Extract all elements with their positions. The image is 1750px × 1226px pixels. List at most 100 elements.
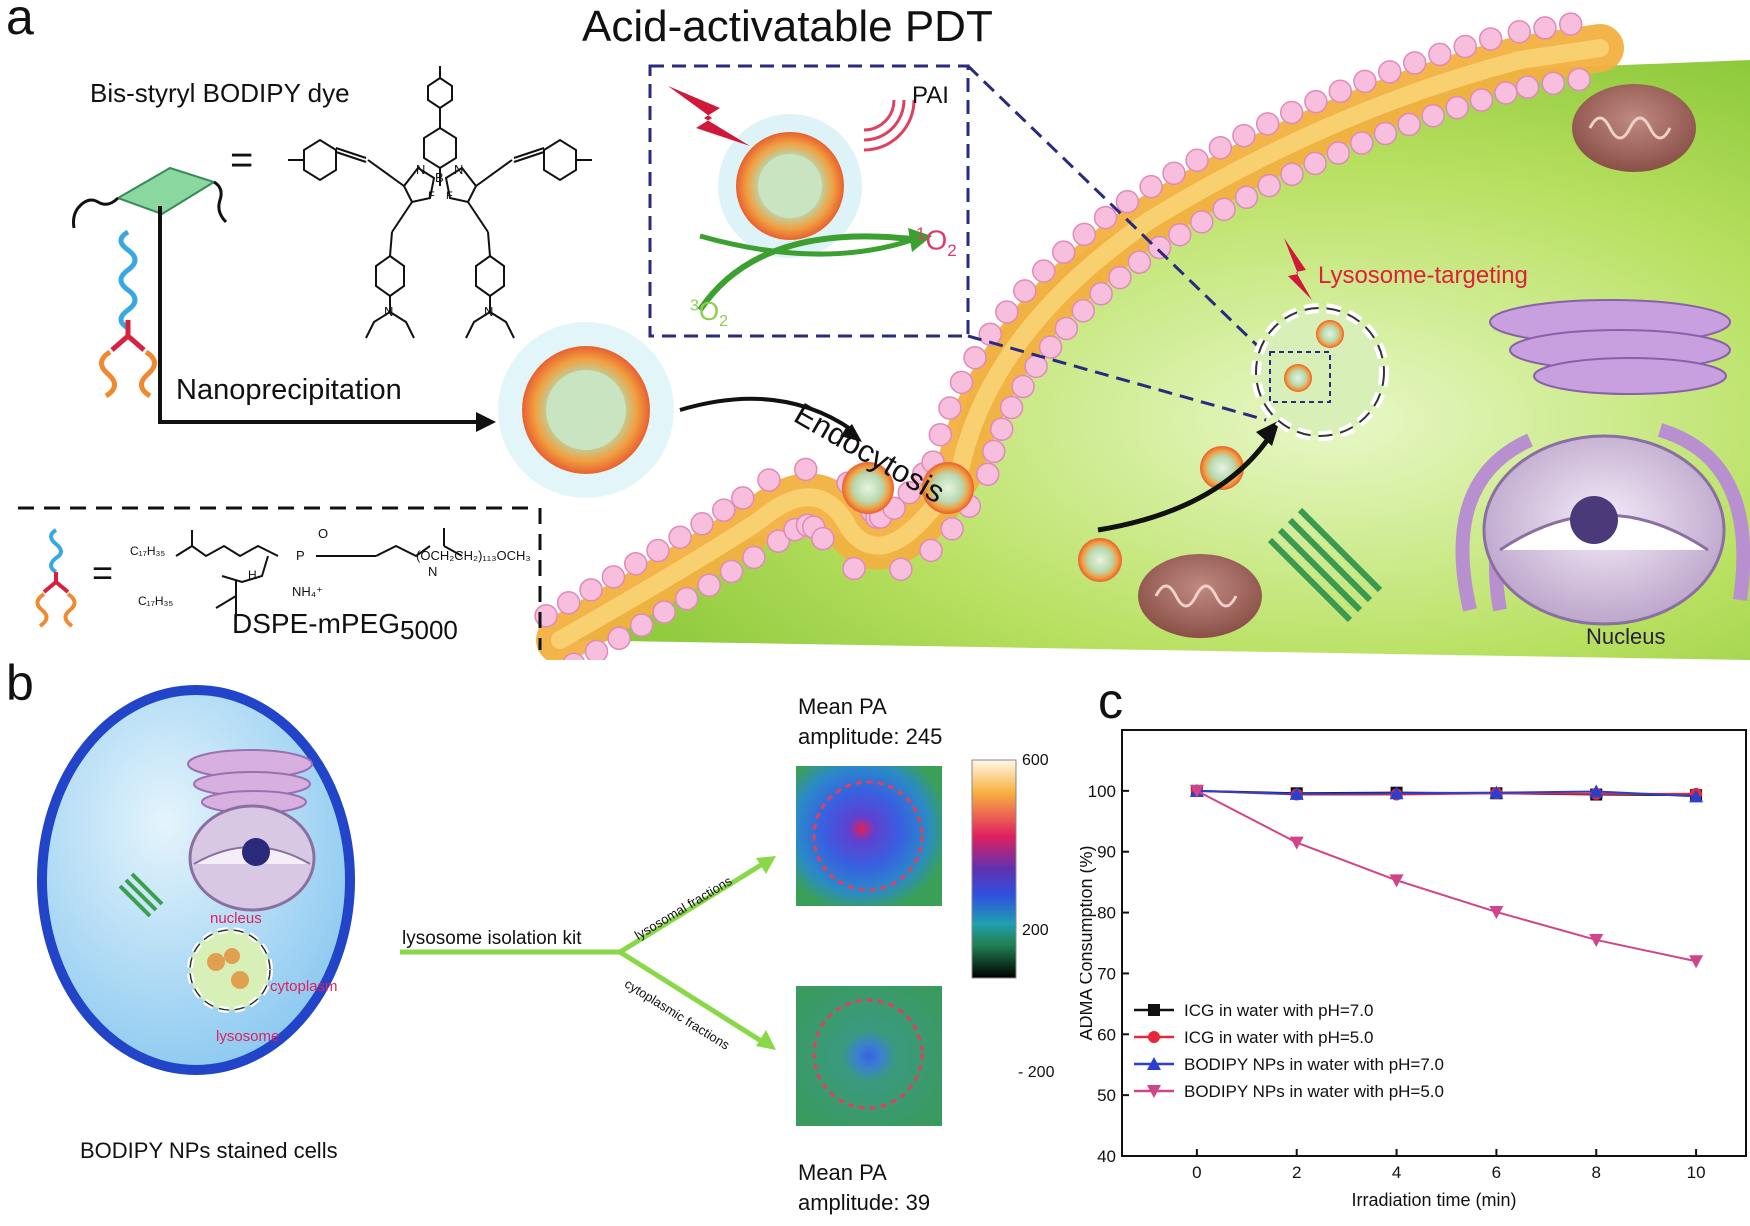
- nucleus-b-label: nucleus: [210, 910, 262, 927]
- triplet-oxygen-sup: 3: [690, 297, 699, 315]
- dspe-formula-c17-top: C₁₇H₃₅: [130, 544, 166, 558]
- dye-atom-f2: F: [446, 190, 453, 202]
- membrane-bead: [1478, 27, 1503, 51]
- membrane-beads: [534, 12, 1591, 660]
- dye-label: Bis-styryl BODIPY dye: [90, 78, 350, 108]
- singlet-oxygen-sub: 2: [947, 240, 957, 260]
- membrane-bead: [1353, 69, 1377, 94]
- membrane-bead: [1051, 240, 1076, 264]
- membrane-bead: [1326, 141, 1351, 165]
- membrane-bead: [1185, 148, 1209, 173]
- membrane-bead: [1397, 112, 1421, 137]
- membrane-bead: [652, 600, 676, 624]
- panel-letter-c: c: [1098, 673, 1123, 729]
- nanoparticle-small: [842, 446, 1244, 582]
- membrane-bead: [793, 457, 818, 482]
- dye-equals-sign: =: [230, 138, 254, 182]
- bottom-amplitude-line1: Mean PA: [798, 1160, 887, 1185]
- cell-interior: [560, 60, 1750, 660]
- legend-label: BODIPY NPs in water with pH=5.0: [1184, 1082, 1444, 1101]
- pa-image-cytoplasmic: [796, 986, 942, 1126]
- membrane-bead: [1541, 71, 1566, 96]
- colorbar-tick-neg200: - 200: [1018, 1064, 1055, 1081]
- dspe-formula-nh4: NH₄⁺: [292, 584, 323, 599]
- membrane-bead: [811, 526, 835, 551]
- series-3: [1189, 783, 1704, 803]
- x-tick-label: 6: [1492, 1163, 1501, 1182]
- y-tick-label: 70: [1097, 964, 1116, 983]
- y-tick-label: 80: [1097, 904, 1116, 923]
- top-amplitude-line2: amplitude: 245: [798, 724, 943, 749]
- membrane-bead: [1212, 197, 1236, 222]
- legend-label: ICG in water with pH=5.0: [1184, 1028, 1373, 1047]
- membrane-bead: [1453, 34, 1477, 59]
- nucleus-b: [188, 804, 316, 912]
- dspe-formula-c17-bottom: C₁₇H₃₅: [138, 594, 174, 608]
- membrane-bead: [1350, 131, 1374, 155]
- dye-tail-left: [72, 196, 120, 229]
- legend-label: ICG in water with pH=7.0: [1184, 1001, 1373, 1020]
- dspe-formula-h: H: [248, 568, 257, 582]
- panel-letter-a: a: [6, 0, 34, 45]
- membrane-bead: [1558, 12, 1583, 36]
- x-tick-label: 4: [1392, 1163, 1401, 1182]
- membrane-bead: [697, 573, 721, 597]
- data-point: [1389, 874, 1404, 888]
- membrane-bead: [629, 613, 654, 637]
- membrane-bead: [1208, 135, 1233, 160]
- membrane-bead: [1445, 95, 1469, 120]
- x-tick-label: 8: [1592, 1163, 1601, 1182]
- membrane-bead: [938, 396, 962, 420]
- membrane-bead: [1093, 205, 1118, 230]
- data-point: [1689, 955, 1704, 969]
- membrane-bead: [1373, 121, 1398, 146]
- membrane-bead: [1011, 374, 1035, 399]
- membrane-bead: [1279, 100, 1304, 125]
- triplet-oxygen-sub: 2: [719, 313, 729, 331]
- membrane-bead: [556, 591, 581, 615]
- membrane-bead: [1190, 210, 1214, 234]
- panel-letter-b: b: [6, 655, 34, 711]
- dspe-formula-n: N: [428, 564, 438, 579]
- membrane-bead: [607, 626, 631, 651]
- o2-conversion-arrow: [697, 233, 921, 312]
- dspe-formula-peg: (OCH₂CH₂)₁₁₃OCH₃: [416, 548, 531, 563]
- colorbar-tick-200: 200: [1022, 922, 1049, 939]
- lysosome-b: [187, 927, 273, 1013]
- legend-marker: [1147, 1057, 1161, 1070]
- membrane-bead: [1567, 67, 1591, 92]
- y-tick-label: 90: [1097, 843, 1116, 862]
- data-point: [1289, 836, 1304, 850]
- singlet-oxygen-sup: 1: [916, 224, 926, 243]
- y-axis-label: ADMA Consumption (%): [1080, 845, 1096, 1040]
- membrane-bead: [534, 603, 558, 628]
- lysosome-targeting-label: Lysosome-targeting: [1318, 262, 1528, 289]
- legend-label: BODIPY NPs in water with pH=7.0: [1184, 1055, 1444, 1074]
- inset-callout-bottom: [967, 334, 1267, 422]
- membrane-bead: [1232, 123, 1256, 148]
- membrane-bead: [1328, 79, 1353, 104]
- x-tick-label: 10: [1687, 1163, 1706, 1182]
- membrane-bead: [999, 395, 1024, 420]
- membrane-bead: [1533, 16, 1557, 40]
- series-4: [1189, 784, 1704, 969]
- membrane-bead: [579, 578, 603, 602]
- membrane-bead: [646, 538, 670, 563]
- legend-entry: ICG in water with pH=5.0: [1134, 1028, 1373, 1047]
- membrane-bead: [1147, 235, 1172, 260]
- membrane-bead: [1115, 189, 1140, 214]
- lysosome-arrow: [1097, 434, 1273, 533]
- membrane-bead: [1402, 51, 1427, 75]
- membrane-bead: [1108, 265, 1132, 290]
- laser-bolt-icon: [668, 86, 750, 146]
- membrane-bead: [1054, 316, 1079, 341]
- membrane-bead: [897, 480, 922, 505]
- membrane-bead: [757, 468, 781, 492]
- cytoskeleton-bundle: [1267, 507, 1383, 623]
- membrane-bead: [1421, 104, 1445, 128]
- membrane-bead: [842, 556, 866, 581]
- branch-arrow-bottom: [618, 949, 768, 1047]
- legend-entry: ICG in water with pH=7.0: [1134, 1001, 1373, 1020]
- membrane-bead: [928, 422, 953, 447]
- lipid-tails: [99, 349, 157, 399]
